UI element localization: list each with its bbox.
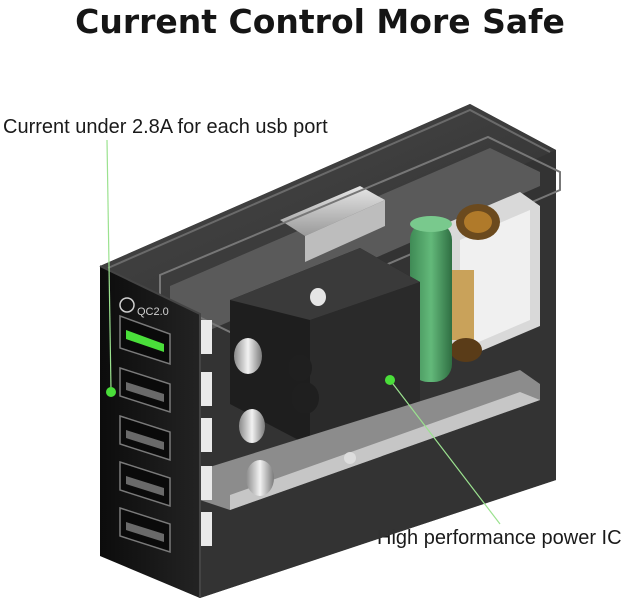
transformer	[440, 192, 540, 362]
pcb-plate	[200, 370, 540, 510]
usb-port[interactable]	[119, 366, 171, 414]
qc-badge-text: QC2.0	[137, 306, 169, 318]
small-capacitors	[234, 338, 319, 496]
callout-dot-current	[106, 387, 116, 397]
usb-port[interactable]	[119, 414, 171, 462]
callout-power-ic: High performance power IC	[377, 527, 622, 549]
callout-dot-power-ic	[385, 375, 395, 385]
callout-line-current	[106, 139, 116, 397]
connector-tabs	[198, 320, 212, 546]
heatsink-bracket	[159, 135, 561, 334]
callout-current-limit: Current under 2.8A for each usb port	[3, 116, 328, 138]
page-title: Current Control More Safe	[75, 2, 565, 41]
power-ic	[230, 248, 420, 446]
usb-port[interactable]	[119, 314, 171, 366]
usb-port[interactable]	[119, 506, 171, 554]
callout-line-power-ic	[385, 375, 501, 525]
usb-port[interactable]	[119, 460, 171, 508]
green-capacitor	[410, 216, 452, 382]
qc-badge: QC2.0	[119, 297, 169, 318]
